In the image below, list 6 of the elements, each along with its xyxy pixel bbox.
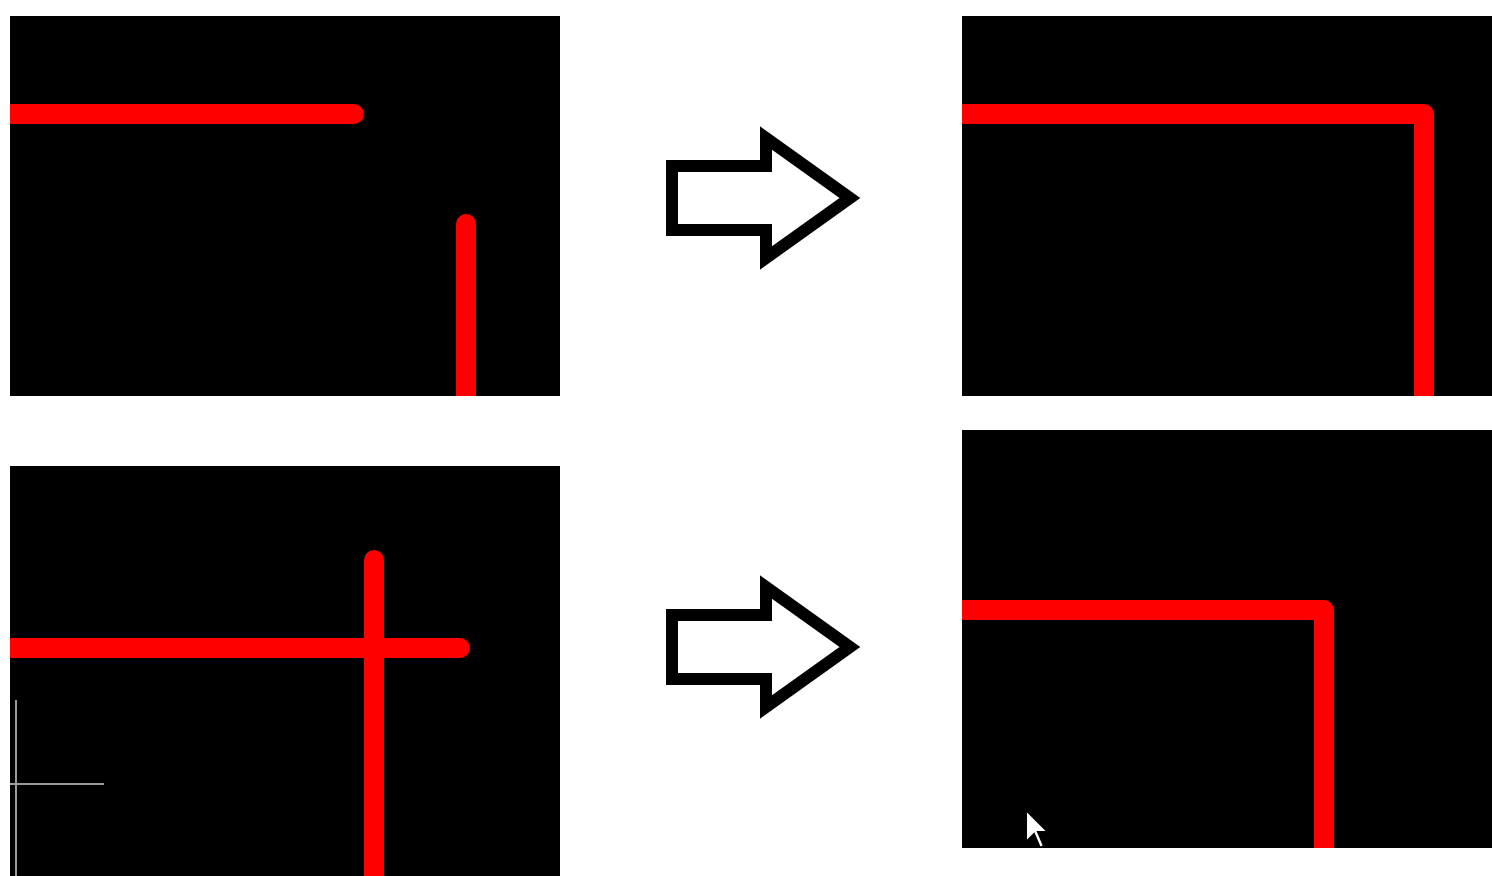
canvas-screenshot	[962, 16, 1492, 396]
canvas-screenshot	[10, 466, 560, 876]
block-arrow	[666, 126, 861, 270]
block-arrow	[666, 575, 861, 719]
canvas-screenshot	[962, 430, 1492, 848]
canvas-screenshot	[10, 16, 560, 396]
